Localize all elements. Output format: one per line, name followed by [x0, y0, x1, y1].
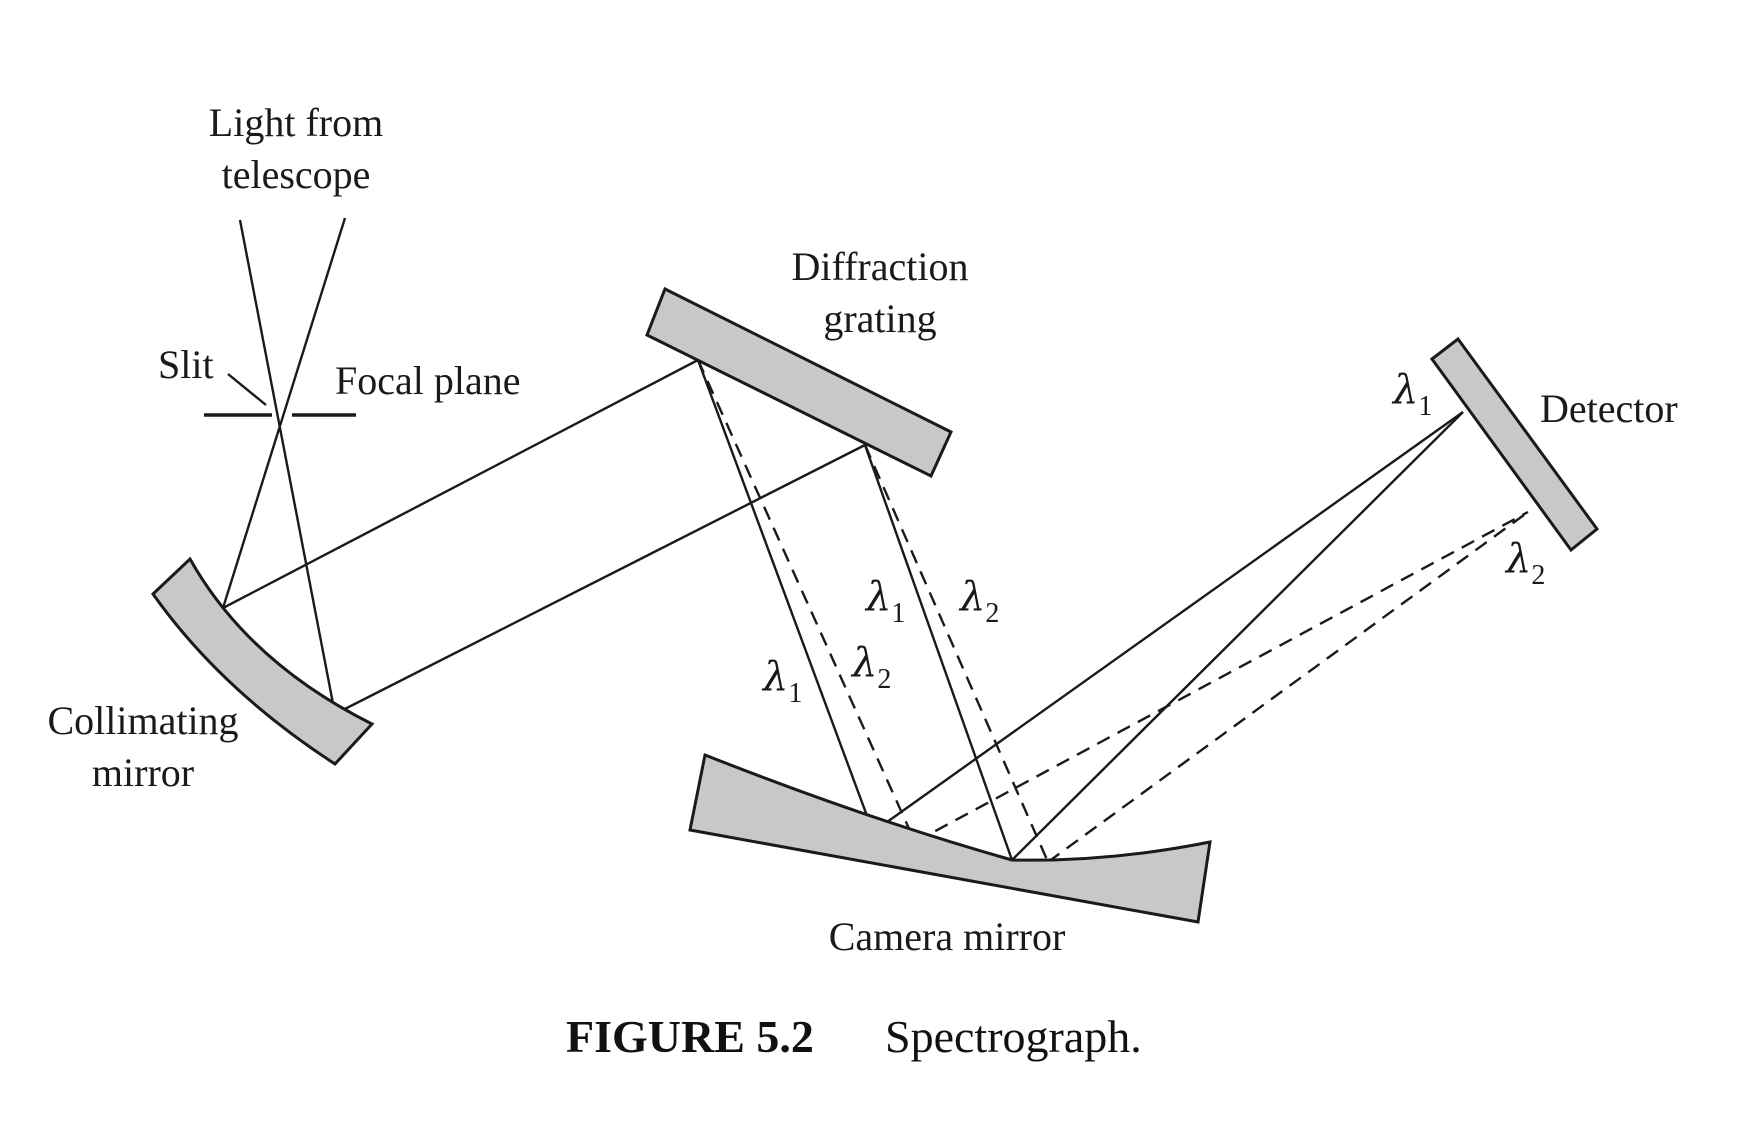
lambda2-label-detector: λ2: [1504, 536, 1545, 591]
slit-label: Slit: [158, 342, 214, 387]
camera-mirror-shape: [688, 752, 1212, 924]
diffraction-grating-label-line1: Diffraction: [792, 244, 969, 289]
lambda1-label-right-beam: λ1: [864, 574, 905, 629]
lambda1-label-left-beam: λ1: [761, 654, 802, 709]
focus-ray-lambda2-b: [1047, 511, 1529, 863]
light-source-label-line2: telescope: [222, 152, 371, 197]
figure-title: Spectrograph.: [885, 1011, 1142, 1062]
diffracted-ray-lambda2-b: [863, 444, 1050, 863]
lambda1-label-detector: λ1: [1391, 367, 1432, 422]
incoming-ray-left: [238, 219, 337, 715]
collimating-mirror-shape: [151, 556, 375, 766]
diffracted-ray-lambda1-a: [696, 359, 875, 833]
lambda2-label-left-beam: λ2: [850, 640, 891, 695]
slit-leader-line: [227, 373, 267, 406]
figure-caption: FIGURE 5.2 Spectrograph.: [566, 1011, 1142, 1062]
collimated-ray-upper: [222, 358, 699, 610]
diffracted-ray-lambda2-a: [696, 359, 917, 843]
detector-shape: [1429, 336, 1600, 553]
focal-plane-label: Focal plane: [335, 358, 521, 403]
focus-ray-lambda1-b: [1011, 411, 1464, 861]
figure-number: FIGURE 5.2: [566, 1011, 814, 1062]
incoming-ray-right: [221, 217, 347, 609]
diffraction-grating-shape: [645, 286, 953, 479]
diffracted-ray-lambda1-b: [863, 444, 1014, 861]
detector-label: Detector: [1540, 386, 1678, 431]
collimating-mirror-label-line1: Collimating: [47, 698, 238, 743]
collimating-mirror-label-line2: mirror: [92, 750, 194, 795]
lambda2-label-right-beam: λ2: [958, 574, 999, 629]
focus-ray-lambda2-a: [914, 510, 1529, 844]
camera-mirror-label: Camera mirror: [829, 914, 1066, 959]
collimated-ray-lower: [334, 443, 866, 716]
light-source-label-line1: Light from: [209, 100, 383, 145]
focus-ray-lambda1-a: [872, 411, 1464, 833]
diffraction-grating-label-line2: grating: [823, 296, 936, 341]
